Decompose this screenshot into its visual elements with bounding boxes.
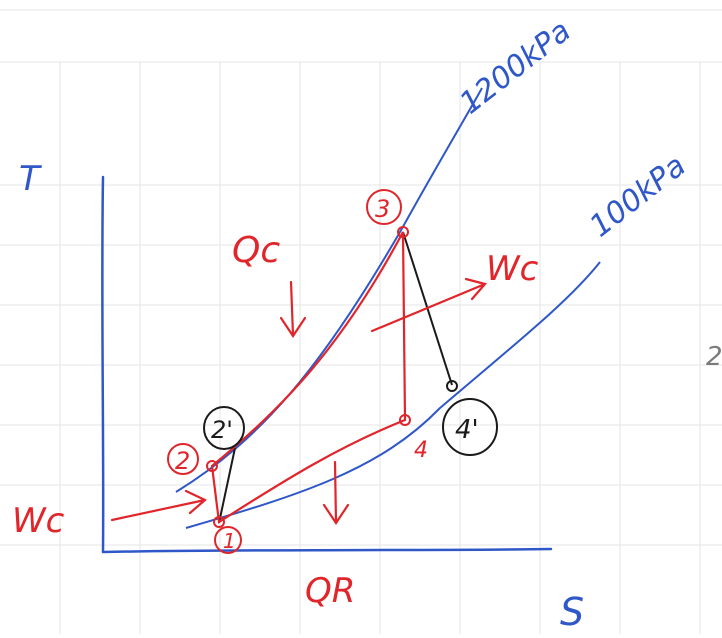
state-4-point [399,414,411,426]
state-2-ring [167,443,199,475]
heat-rejected-label: QR [305,571,355,611]
temperature-axis [101,175,105,554]
turbine-work-arrow-icon [370,277,487,333]
isobar-1200kpa-label: 1200kPa [453,14,577,122]
graph-paper-grid [0,9,722,634]
actual-compression-path [218,447,236,524]
isobar-1200kpa-curve [175,87,483,493]
state-1-ring [214,526,242,554]
heat-added-arrow-icon [279,280,307,338]
heat-added-label: Qc [232,230,280,271]
state-2prime-label: 2' [211,416,233,444]
state-4prime-point [446,380,458,392]
state-3-ring [366,189,402,225]
state-3-point [397,226,409,238]
entropy-axis-label: S [560,590,584,634]
state-4prime-ring [442,398,498,456]
ideal-cycle-path [210,231,407,524]
state-4-label: 4 [414,438,428,463]
temperature-axis-label: T [19,159,42,199]
state-1-label: 1 [223,529,236,553]
entropy-axis [101,547,553,554]
state-2prime-ring [203,406,245,450]
turbine-work-label: Wc [486,249,539,289]
heat-rejected-arrow-icon [322,460,350,525]
margin-mark: 2 [706,342,722,372]
isobar-100kpa-curve [185,261,601,529]
state-1-point [213,516,225,528]
compressor-work-arrow-icon [110,489,207,522]
isobar-100kpa-label: 100kPa [583,148,692,244]
state-2-label: 2 [175,447,190,475]
state-2-point [206,460,218,472]
state-4prime-label: 4' [455,415,479,445]
state-3-label: 3 [375,195,390,223]
compressor-work-label: Wc [12,501,65,541]
